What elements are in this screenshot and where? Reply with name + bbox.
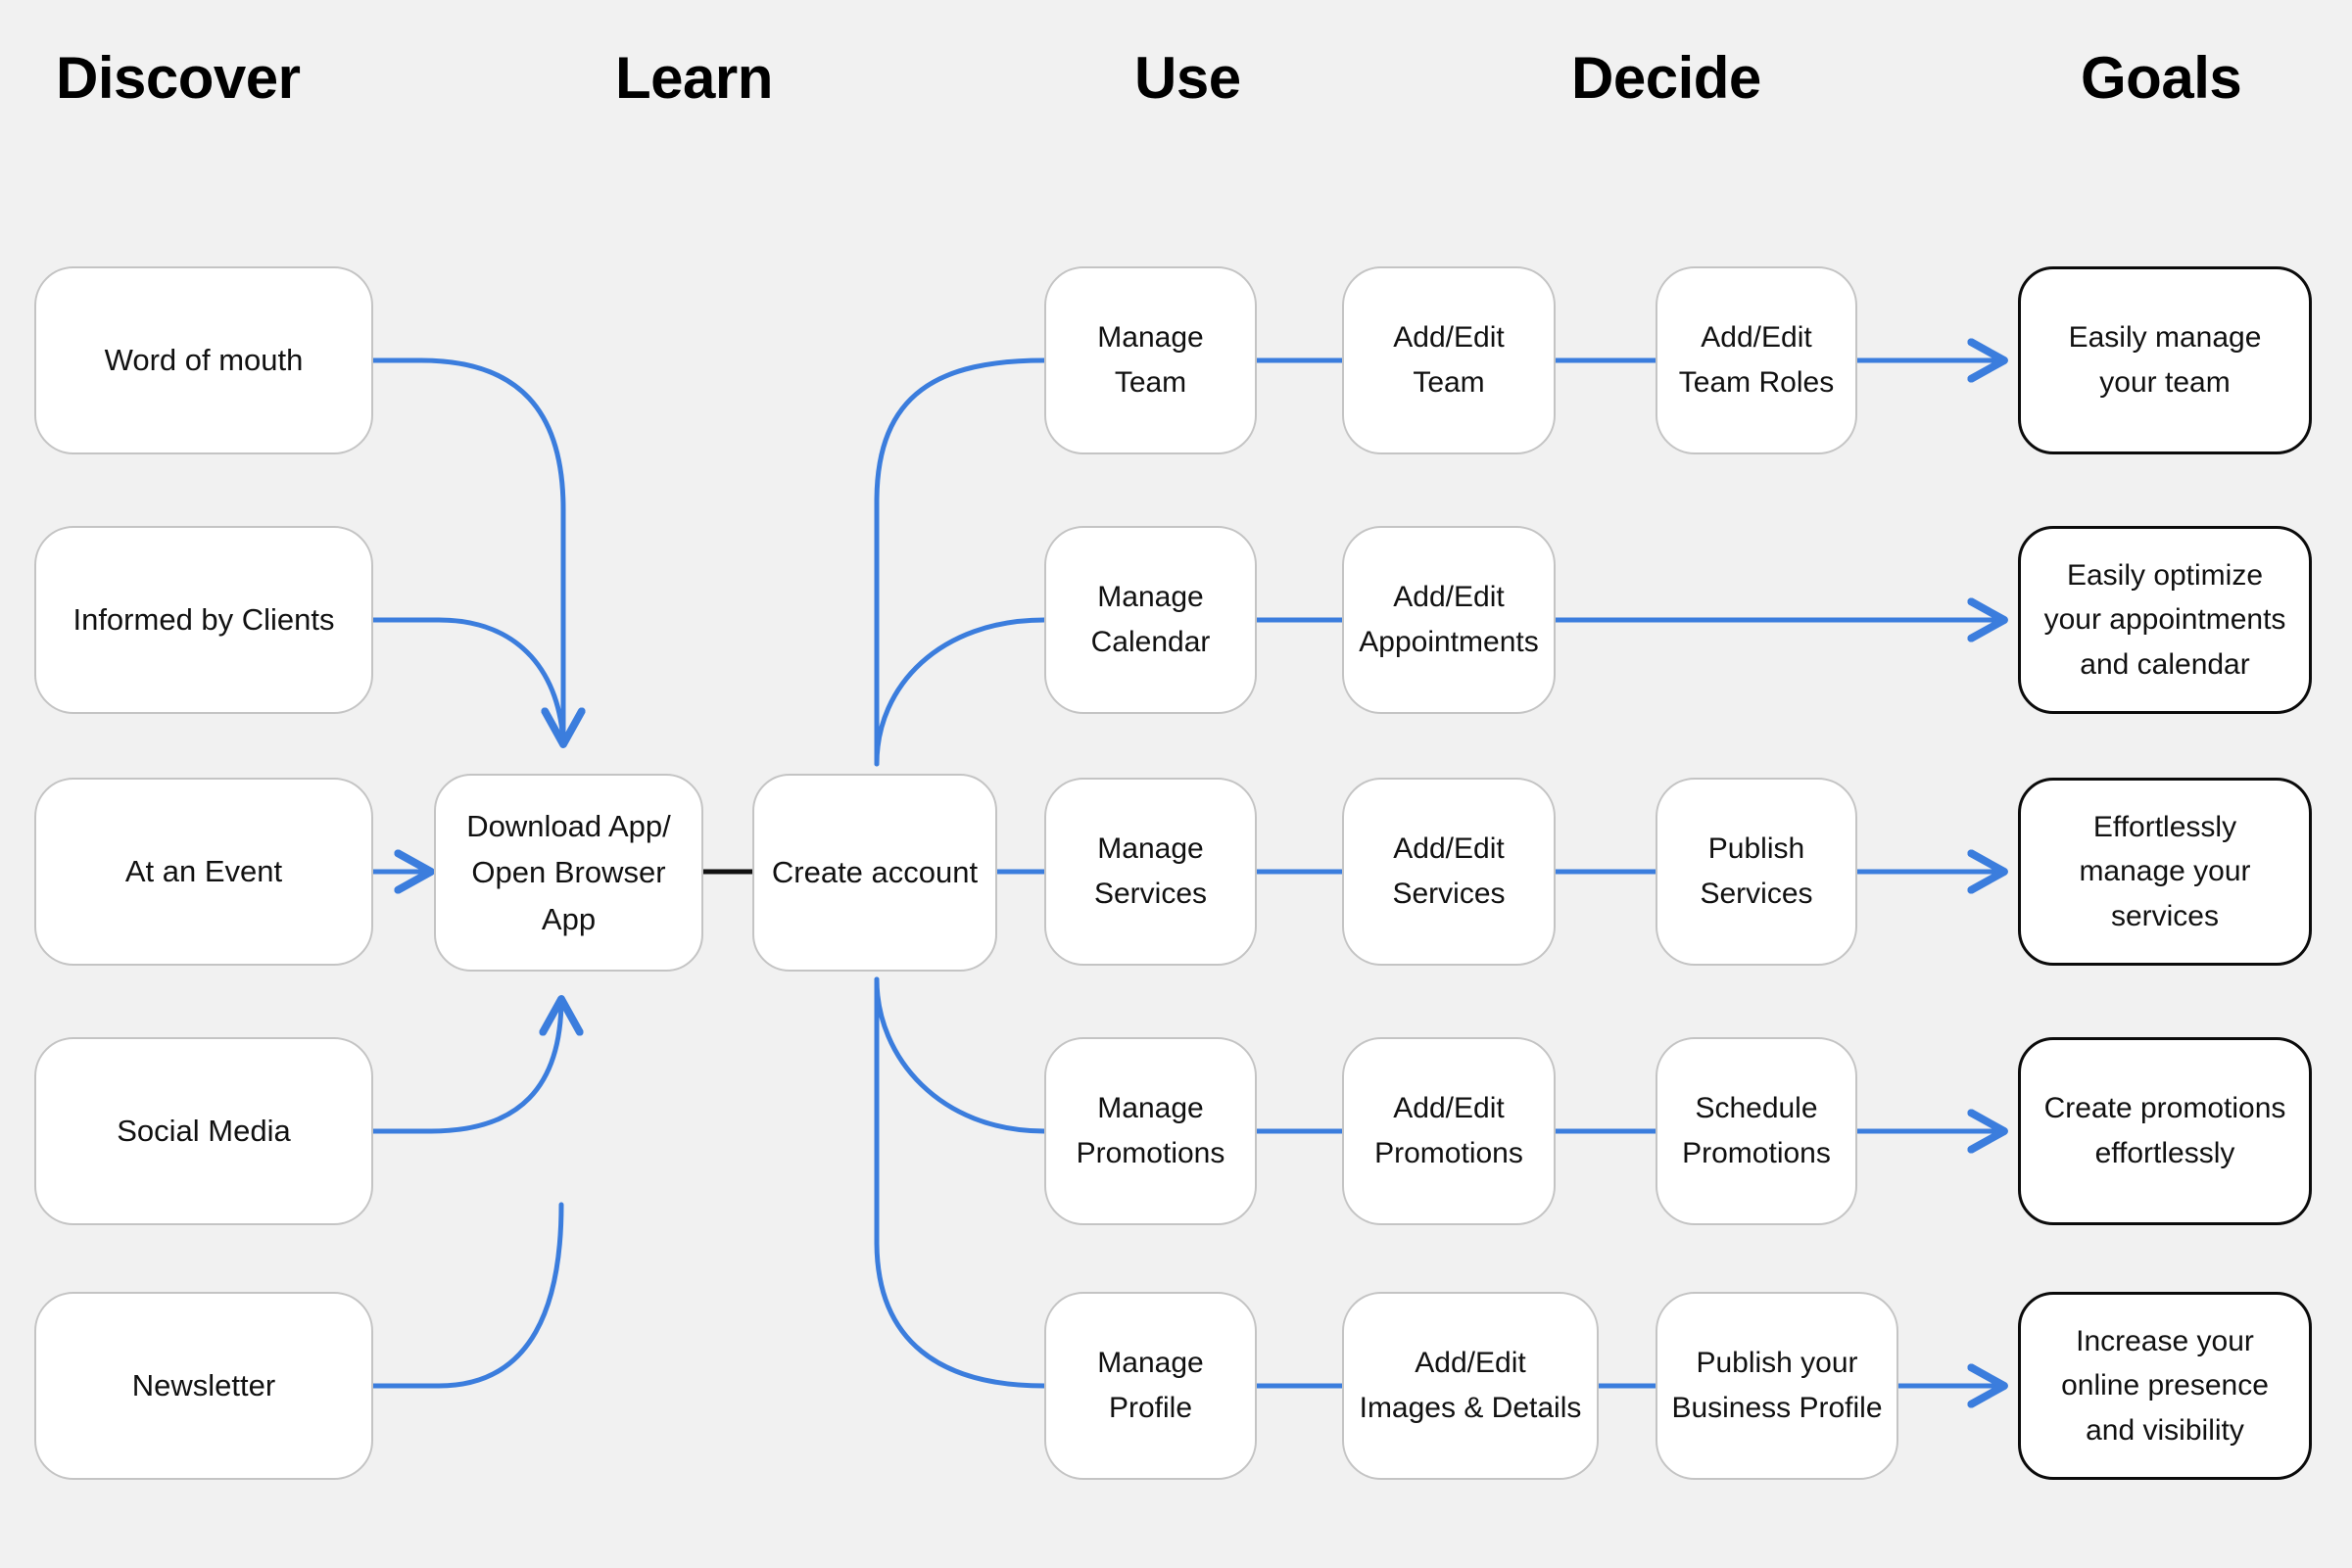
node-add-edit-team-roles[interactable]: Add/Edit Team Roles [1656, 266, 1857, 454]
wire-trunk-profile [874, 1239, 1047, 1389]
node-goal-create-promotions[interactable]: Create promotions effortlessly [2018, 1037, 2312, 1225]
node-add-edit-team[interactable]: Add/Edit Team [1342, 266, 1556, 454]
node-label: Add/Edit Team Roles [1678, 321, 1835, 399]
node-manage-team[interactable]: Manage Team [1044, 266, 1257, 454]
node-newsletter[interactable]: Newsletter [34, 1292, 373, 1480]
column-header-discover: Discover [56, 45, 301, 111]
column-header-learn: Learn [615, 45, 773, 111]
column-header-goals: Goals [2081, 45, 2242, 111]
node-word-of-mouth[interactable]: Word of mouth [34, 266, 373, 454]
column-header-decide: Decide [1571, 45, 1761, 111]
node-label: Publish your Business Profile [1671, 1347, 1883, 1424]
node-add-edit-services[interactable]: Add/Edit Services [1342, 778, 1556, 966]
node-label: Informed by Clients [72, 602, 335, 638]
node-create-account[interactable]: Create account [752, 774, 997, 972]
wire-trunk-calendar [874, 617, 1047, 767]
node-label: Schedule Promotions [1682, 1092, 1831, 1169]
node-goal-optimize-calendar[interactable]: Easily optimize your appointments and ca… [2018, 526, 2312, 714]
node-label: Publish Services [1700, 832, 1813, 910]
node-label: Increase your online presence and visibi… [2061, 1324, 2269, 1447]
node-download-app[interactable]: Download App/ Open Browser App [434, 774, 703, 972]
node-schedule-promotions[interactable]: Schedule Promotions [1656, 1037, 1857, 1225]
node-manage-services[interactable]: Manage Services [1044, 778, 1257, 966]
node-label: Add/Edit Appointments [1359, 581, 1539, 658]
column-header-use: Use [1134, 45, 1241, 111]
wire-newsletter [370, 1202, 564, 1389]
node-label: At an Event [124, 854, 283, 889]
node-label: Easily manage your team [2068, 321, 2262, 399]
node-add-edit-promotions[interactable]: Add/Edit Promotions [1342, 1037, 1556, 1225]
node-label: Manage Team [1097, 321, 1204, 399]
node-goal-online-presence[interactable]: Increase your online presence and visibi… [2018, 1292, 2312, 1480]
node-label: Easily optimize your appointments and ca… [2043, 558, 2286, 681]
node-label: Manage Services [1093, 832, 1208, 910]
node-social-media[interactable]: Social Media [34, 1037, 373, 1225]
wire-trunk-promotions [874, 976, 1047, 1134]
node-label: Social Media [117, 1114, 291, 1149]
node-label: Manage Promotions [1076, 1092, 1225, 1169]
node-label: Add/Edit Services [1392, 832, 1506, 910]
node-publish-business-profile[interactable]: Publish your Business Profile [1656, 1292, 1898, 1480]
node-label: Create account [771, 855, 979, 890]
node-at-an-event[interactable]: At an Event [34, 778, 373, 966]
node-manage-promotions[interactable]: Manage Promotions [1044, 1037, 1257, 1225]
node-label: Manage Calendar [1090, 581, 1211, 658]
node-manage-calendar[interactable]: Manage Calendar [1044, 526, 1257, 714]
node-manage-profile[interactable]: Manage Profile [1044, 1292, 1257, 1480]
node-label: Newsletter [131, 1368, 276, 1403]
node-publish-services[interactable]: Publish Services [1656, 778, 1857, 966]
node-add-edit-images-details[interactable]: Add/Edit Images & Details [1342, 1292, 1599, 1480]
node-goal-manage-team[interactable]: Easily manage your team [2018, 266, 2312, 454]
node-label: Add/Edit Team [1393, 321, 1505, 399]
node-label: Effortlessly manage your services [2079, 810, 2251, 932]
wire-word-of-mouth [370, 357, 563, 744]
node-informed-by-clients[interactable]: Informed by Clients [34, 526, 373, 714]
node-label: Add/Edit Promotions [1374, 1092, 1523, 1169]
node-label: Add/Edit Images & Details [1359, 1347, 1582, 1424]
wire-trunk-team [874, 357, 1047, 504]
node-label: Word of mouth [104, 343, 304, 378]
node-add-edit-appointments[interactable]: Add/Edit Appointments [1342, 526, 1556, 714]
node-label: Create promotions effortlessly [2043, 1092, 2286, 1169]
wire-informed-by-clients [370, 617, 566, 747]
node-goal-manage-services[interactable]: Effortlessly manage your services [2018, 778, 2312, 966]
wire-social-media [370, 999, 561, 1134]
node-label: Manage Profile [1097, 1347, 1204, 1424]
node-label: Download App/ Open Browser App [466, 809, 671, 936]
